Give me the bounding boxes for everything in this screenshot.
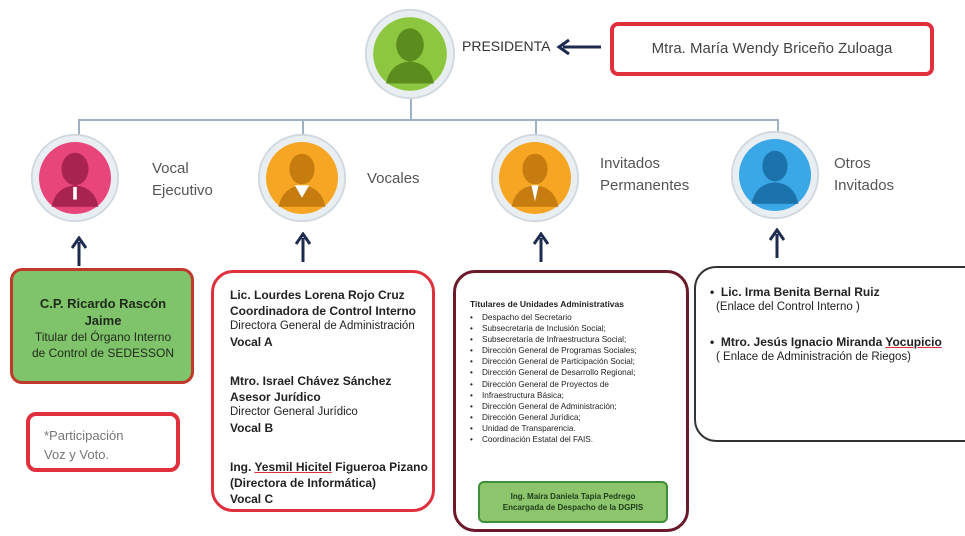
connector-vertical-top xyxy=(410,98,412,120)
vocal-ejecutivo-avatar-icon xyxy=(30,133,120,223)
vocal-b-label: Vocal B xyxy=(230,421,274,435)
list-item: Dirección General Jurídica; xyxy=(468,412,680,423)
connector-drop-2 xyxy=(302,119,304,141)
list-item: Coordinación Estatal del FAIS. xyxy=(468,434,680,445)
vocal-ejecutivo-box: C.P. Ricardo Rascón Jaime Titular del Ór… xyxy=(10,268,194,384)
list-item: Infraestructura Básica; xyxy=(468,390,680,401)
connector-drop-4 xyxy=(777,119,779,141)
presidenta-name: Mtra. María Wendy Briceño Zuloaga xyxy=(651,40,893,57)
list-item: Dirección General de Participación Socia… xyxy=(468,356,680,367)
participacion-note-box: *Participación Voz y Voto. xyxy=(26,412,180,472)
vocal-b-name: Mtro. Israel Chávez Sánchez xyxy=(230,374,392,388)
list-item: Dirección General de Desarrollo Regional… xyxy=(468,367,680,378)
list-item: Despacho del Secretario xyxy=(468,312,680,323)
invitados-permanentes-box: Titulares de Unidades Administrativas De… xyxy=(453,270,689,532)
vocal-c-title: (Directora de Informática) xyxy=(230,476,377,490)
arrow-up-icon xyxy=(71,236,87,266)
vocal-ejecutivo-line1: Titular del Órgano Interno xyxy=(34,330,172,344)
connector-drop-1 xyxy=(78,119,80,141)
invitados-permanentes-avatar-icon xyxy=(490,133,580,223)
otros-invitados-avatar-icon xyxy=(730,130,820,220)
arrow-up-icon xyxy=(295,232,311,262)
connector-drop-3 xyxy=(535,119,537,141)
arrow-left-icon xyxy=(555,38,603,56)
vocal-b-title: Asesor Jurídico xyxy=(230,390,321,404)
note-line2: Voz y Voto. xyxy=(44,447,110,462)
vocal-b-position: Director General Jurídico xyxy=(230,406,358,418)
arrow-up-icon xyxy=(769,228,785,258)
list-item: Subsecretaría de Inclusión Social; xyxy=(468,323,680,334)
unidades-list: Despacho del Secretario Subsecretaría de… xyxy=(468,312,680,445)
vocal-a-title: Coordinadora de Control Interno xyxy=(230,304,416,318)
encargada-role: Encargada de Despacho de la DGPIS xyxy=(502,503,644,512)
encargada-despacho-box: Ing. Maira Daniela Tapia Pedrego Encarga… xyxy=(478,481,668,523)
otros-p2-role: ( Enlace de Administración de Riegos) xyxy=(716,351,911,363)
invitados-permanentes-heading: Titulares de Unidades Administrativas xyxy=(470,299,624,309)
vocal-c-name: Ing. Yesmil Hicitel Figueroa Pizano xyxy=(230,460,428,474)
vocal-a-position: Directora General de Administración xyxy=(230,320,415,332)
list-item: Unidad de Transparencia. xyxy=(468,423,680,434)
role-label-vocal-ejecutivo: Vocal Ejecutivo xyxy=(152,160,213,199)
otros-p2-name: • Mtro. Jesús Ignacio Miranda Yocupicio xyxy=(710,335,942,349)
list-item: Dirección General de Administración; xyxy=(468,401,680,412)
role-label-vocales: Vocales xyxy=(367,170,420,187)
note-line1: *Participación xyxy=(44,428,124,443)
vocal-a-label: Vocal A xyxy=(230,335,273,349)
vocales-avatar-icon xyxy=(257,133,347,223)
otros-invitados-box: • Lic. Irma Benita Bernal Ruiz (Enlace d… xyxy=(694,266,965,442)
role-label-otros-invitados: Otros Invitados xyxy=(834,155,895,194)
role-label-invitados-permanentes: Invitados Permanentes xyxy=(600,155,690,194)
otros-p1-role: (Enlace del Control Interno ) xyxy=(716,301,860,313)
list-item: Dirección General de Programas Sociales; xyxy=(468,345,680,356)
presidenta-avatar-icon xyxy=(364,8,456,100)
vocales-box: Lic. Lourdes Lorena Rojo Cruz Coordinado… xyxy=(211,270,435,512)
vocal-ejecutivo-name: C.P. Ricardo Rascón Jaime xyxy=(39,296,167,328)
list-item: Subsecretaría de Infraestructura Social; xyxy=(468,334,680,345)
arrow-up-icon xyxy=(533,232,549,262)
connector-horizontal xyxy=(78,119,778,121)
presidenta-name-box: Mtra. María Wendy Briceño Zuloaga xyxy=(610,22,934,76)
otros-p1-name: • Lic. Irma Benita Bernal Ruiz xyxy=(710,285,880,299)
vocal-a-name: Lic. Lourdes Lorena Rojo Cruz xyxy=(230,288,405,302)
vocal-ejecutivo-line2: de Control de SEDESSON xyxy=(31,346,175,360)
vocal-c-label: Vocal C xyxy=(230,492,274,506)
list-item: Dirección General de Proyectos de xyxy=(468,379,680,390)
presidenta-role: PRESIDENTA xyxy=(462,38,551,54)
encargada-name: Ing. Maira Daniela Tapia Pedrego xyxy=(510,492,636,501)
